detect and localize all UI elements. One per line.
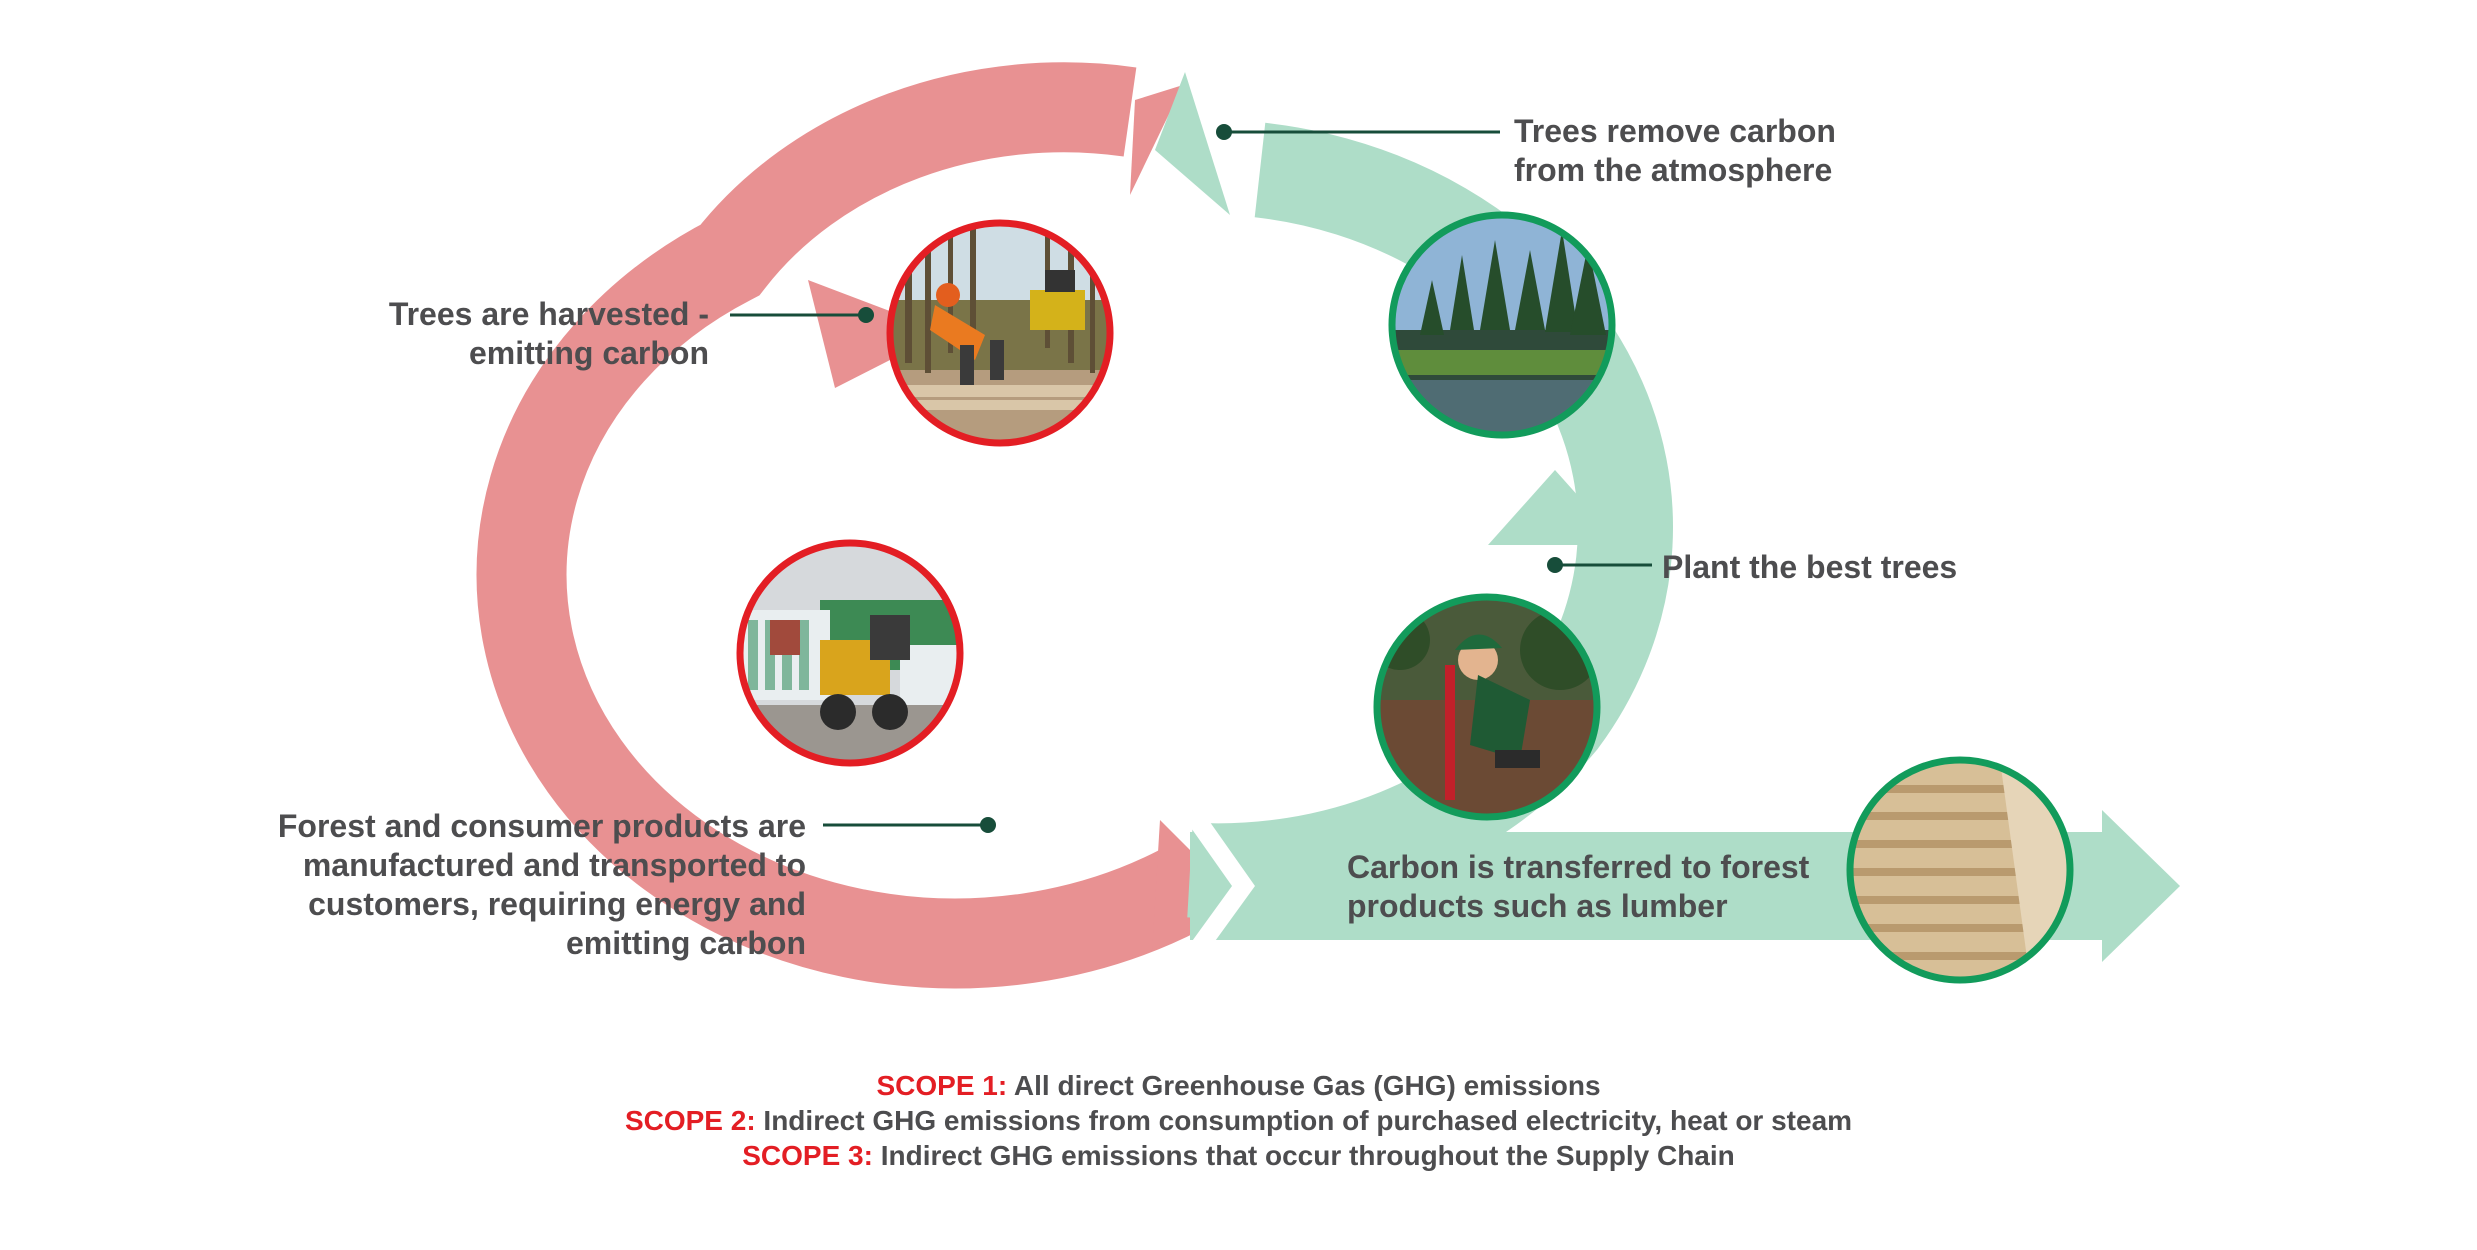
scope-2-tag: SCOPE 2: — [624, 1105, 756, 1136]
pointer-plant — [1547, 557, 1652, 573]
removal-arrowhead-top — [1155, 72, 1230, 215]
scope-1-tag: SCOPE 1: — [876, 1070, 1008, 1101]
arrow-junction-notch — [1182, 815, 1255, 955]
label-line: Trees remove carbon — [1514, 113, 1836, 149]
label-line: Forest and consumer products are — [277, 808, 806, 844]
tree-planter-photo — [1373, 593, 1601, 821]
scope-1-text: All direct Greenhouse Gas (GHG) emission… — [1013, 1070, 1601, 1101]
label-line: Trees are harvested - — [388, 296, 709, 332]
removal-arrowhead-plant — [1488, 470, 1622, 545]
scope-1-line: SCOPE 1: All direct Greenhouse Gas (GHG)… — [0, 1068, 2477, 1103]
label-trees-harvested: Trees are harvested - emitting carbon — [389, 295, 709, 373]
emission-arrow — [476, 62, 1232, 989]
label-line: emitting carbon — [468, 335, 709, 371]
mill-loader-photo — [736, 539, 964, 767]
scope-3-text: Indirect GHG emissions that occur throug… — [880, 1140, 1735, 1171]
pointer-trees-remove — [1216, 124, 1500, 140]
label-line: Plant the best trees — [1662, 549, 1958, 585]
emission-arc-body — [476, 62, 1201, 989]
label-line: from the atmosphere — [1514, 152, 1833, 188]
label-products-manufactured: Forest and consumer products are manufac… — [278, 807, 806, 963]
emission-arrowhead-mid — [808, 280, 945, 388]
label-line: emitting carbon — [565, 925, 806, 961]
label-carbon-transferred: Carbon is transferred to forest products… — [1347, 848, 1809, 926]
harvest-worker-photo — [886, 219, 1114, 447]
scope-legend: SCOPE 1: All direct Greenhouse Gas (GHG)… — [0, 1068, 2477, 1173]
forest-river-photo — [1388, 211, 1616, 439]
scope-2-text: Indirect GHG emissions from consumption … — [763, 1105, 1853, 1136]
pointer-products — [823, 817, 996, 833]
label-line: Carbon is transferred to forest — [1347, 849, 1810, 885]
label-plant-best-trees: Plant the best trees — [1662, 548, 1957, 587]
pointer-harvest — [730, 307, 874, 323]
scope-3-line: SCOPE 3: Indirect GHG emissions that occ… — [0, 1138, 2477, 1173]
scope-2-line: SCOPE 2: Indirect GHG emissions from con… — [0, 1103, 2477, 1138]
label-line: manufactured and transported to — [302, 847, 806, 883]
scope-3-tag: SCOPE 3: — [742, 1140, 873, 1171]
lumber-arrowhead — [2102, 810, 2180, 962]
label-line: customers, requiring energy and — [308, 886, 806, 922]
label-trees-remove-carbon: Trees remove carbon from the atmosphere — [1514, 112, 1836, 190]
label-line: products such as lumber — [1347, 888, 1728, 924]
lumber-stack-photo — [1846, 756, 2074, 984]
